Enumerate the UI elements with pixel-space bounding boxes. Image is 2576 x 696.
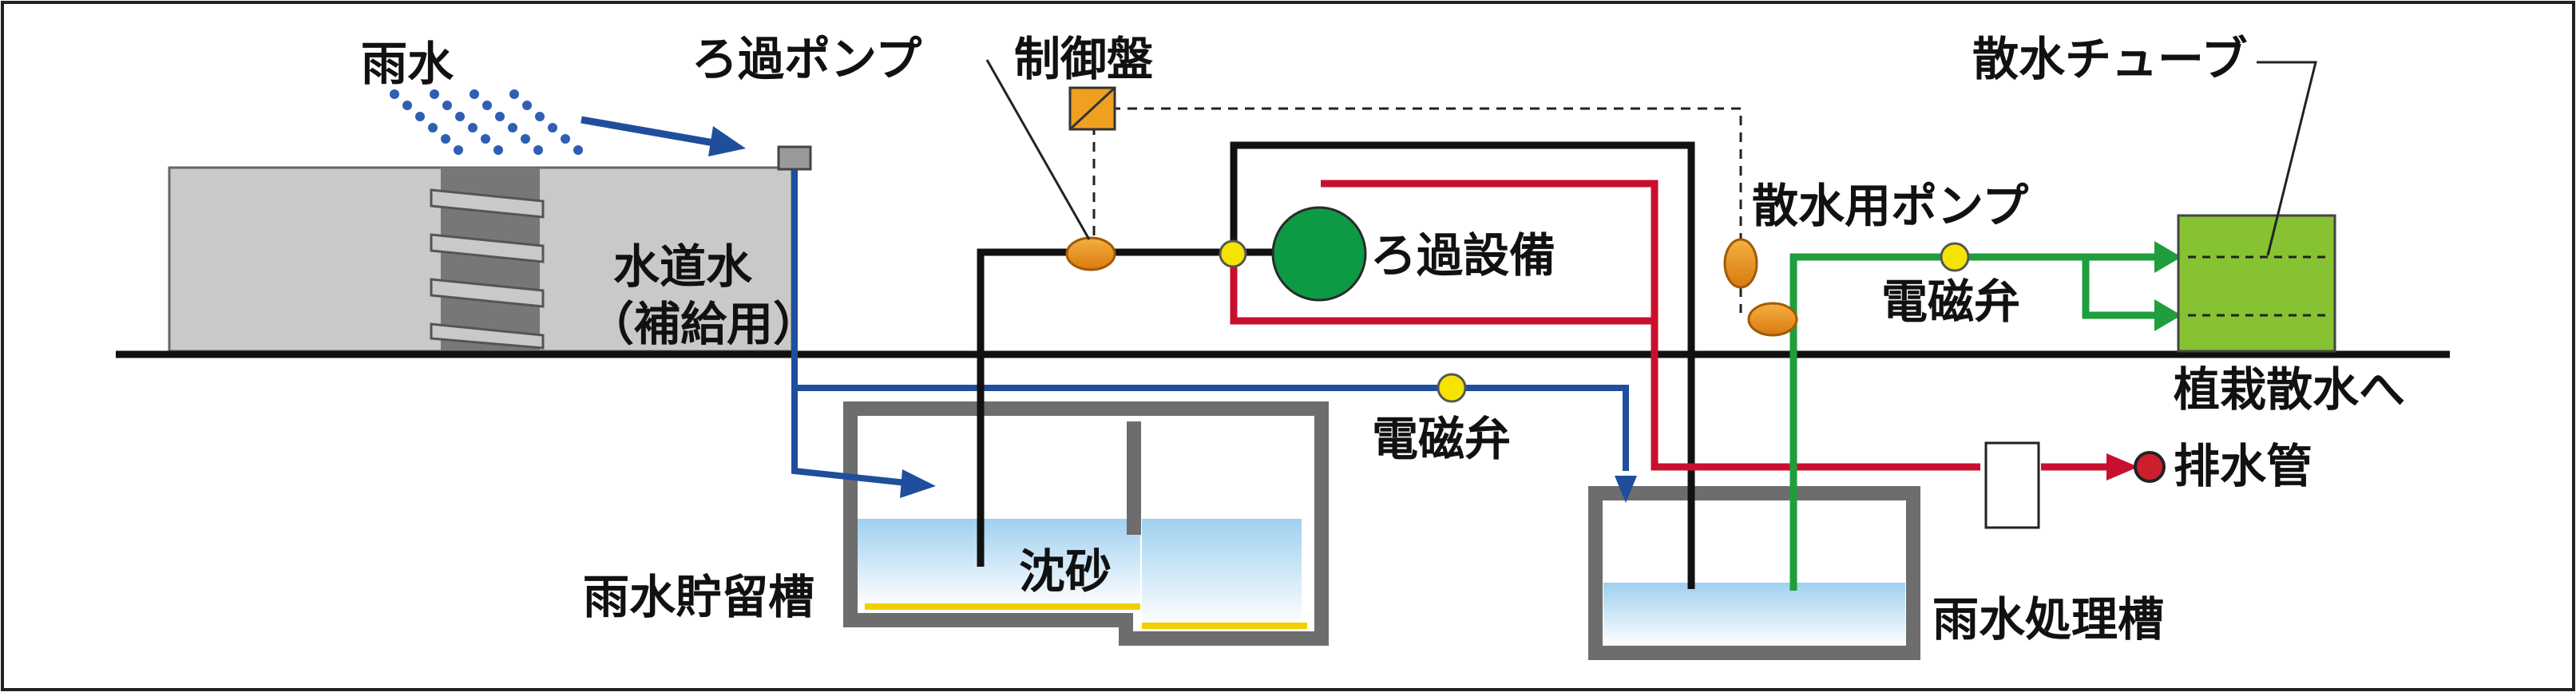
filter-valve	[1219, 239, 1247, 268]
label-sprinkler-tube: 散水チューブ	[1972, 32, 2248, 86]
label-solenoid-valve-mid: 電磁弁	[1372, 412, 1511, 466]
rain-treatment-tank	[1588, 486, 1920, 660]
sprinkler-arrow-top	[2154, 241, 2182, 273]
filtration-unit	[1271, 206, 1367, 302]
sprinkler-tube-leader	[2257, 61, 2317, 256]
label-city-water: 水道水	[613, 239, 753, 294]
storage-water-right	[1142, 519, 1302, 627]
drain-device	[1984, 441, 2040, 529]
label-control-panel: 制御盤	[1014, 32, 1153, 86]
sprinkler-line	[1789, 253, 2156, 591]
sprinkler-pump-vertical	[1723, 238, 1758, 289]
city-water-arrow-treatment	[1615, 476, 1637, 503]
filter-line	[977, 141, 1695, 589]
label-solenoid-valve-top: 電磁弁	[1881, 275, 2020, 329]
label-rain: 雨水	[361, 37, 454, 91]
sprinkler-line-branch	[2082, 257, 2156, 319]
building	[168, 166, 794, 353]
filter-pump	[1065, 236, 1116, 271]
label-sprinkler-pump: 散水用ポンプ	[1752, 179, 2028, 233]
solenoid-valve-sprinkler	[1940, 242, 1970, 272]
label-filtration-equipment: ろ過設備	[1370, 228, 1556, 283]
treatment-water	[1603, 583, 1905, 647]
label-rain-storage-tank: 雨水貯留槽	[583, 570, 814, 624]
control-panel	[1068, 86, 1116, 131]
label-to-planting: 植栽散水へ	[2174, 362, 2405, 417]
roof-drain-cap	[777, 145, 812, 171]
label-rain-treatment-tank: 雨水処理槽	[1932, 592, 2164, 647]
label-city-water-sub: （補給用）	[588, 297, 819, 351]
rain-drops	[390, 89, 583, 155]
sprinkler-tube-box	[2177, 214, 2336, 353]
drain-arrow	[2106, 453, 2138, 480]
sprinkler-pump	[1747, 302, 1798, 337]
city-water-line	[791, 169, 1629, 486]
storage-water-left	[856, 519, 1140, 607]
solenoid-valve-city	[1437, 373, 1467, 403]
label-sedimentation: 沈砂	[1019, 544, 1112, 599]
filter-pump-leader	[985, 59, 1091, 240]
downspout-coil	[430, 188, 545, 350]
rain-storage-tank	[843, 401, 1329, 646]
control-signal-line	[1094, 107, 1742, 257]
label-drain-pipe: 排水管	[2174, 439, 2312, 493]
sprinkler-arrow-bottom	[2154, 299, 2182, 331]
drain-pipe-dot	[2134, 451, 2166, 483]
drain-line	[1651, 321, 1980, 471]
rain-flow-arrow	[581, 116, 746, 156]
city-water-arrow-storage	[900, 469, 936, 498]
label-filter-pump: ろ過ポンプ	[692, 32, 921, 86]
